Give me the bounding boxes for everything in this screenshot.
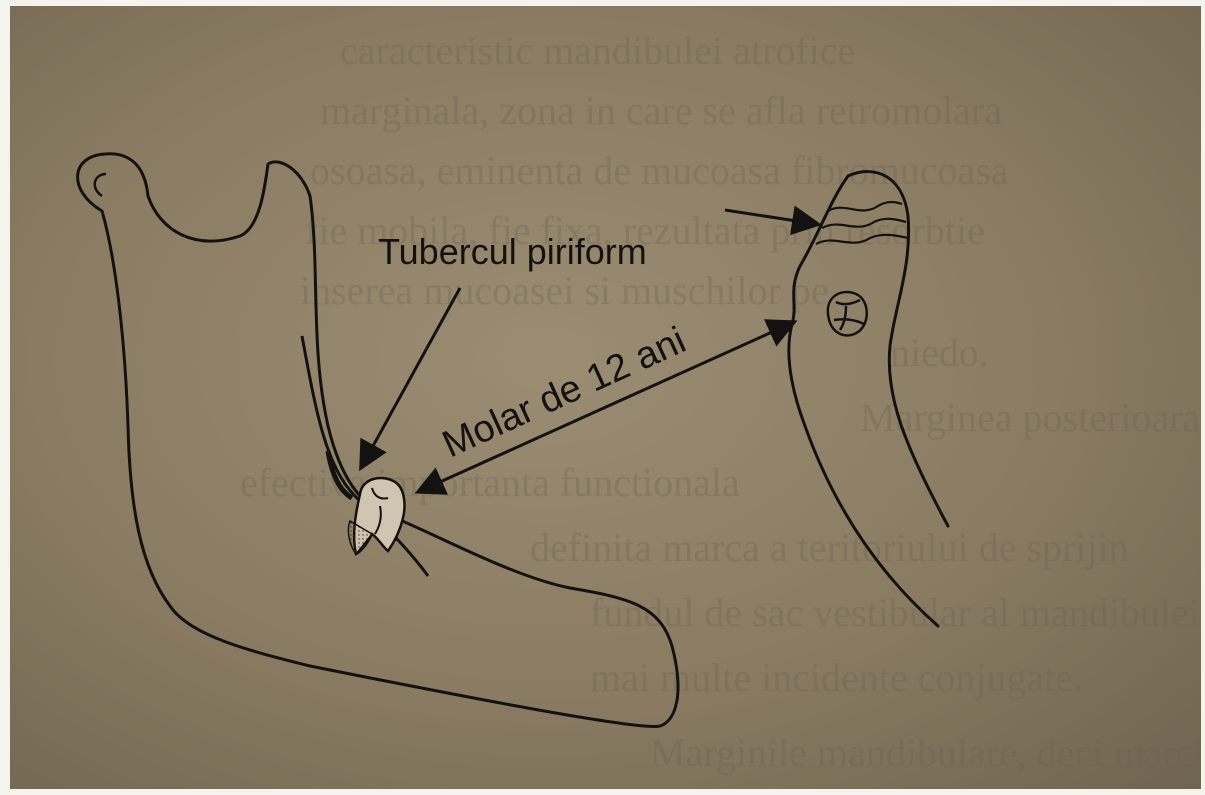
background-line: efectiva importanta functionala — [240, 460, 740, 505]
book-page-photo: caracteristic mandibulei atrofice margin… — [10, 6, 1201, 789]
mandible-diagram: caracteristic mandibulei atrofice margin… — [10, 6, 1201, 789]
molar-label: Molar de 12 ani — [436, 319, 692, 466]
background-line: marginala, zona in care se afla retromol… — [320, 88, 1002, 133]
background-line: Marginile mandibulare, deci marcheaza — [650, 730, 1201, 775]
background-line: niedo. — [890, 330, 989, 375]
background-line: definita marca a teritoriului de sprijin — [530, 525, 1129, 570]
condyle-detail — [95, 174, 106, 196]
background-line: osoasa, eminenta de mucoasa fibromucoasa — [310, 148, 1009, 193]
tubercle-label: Tubercul piriform — [378, 231, 647, 272]
background-line: Marginea posterioara, limita — [860, 395, 1201, 440]
background-text: caracteristic mandibulei atrofice margin… — [240, 28, 1201, 775]
occlusal-molar — [828, 292, 867, 335]
background-line: mai multe incidente conjugate. — [590, 655, 1083, 700]
background-line: fundul de sac vestibular al mandibulei — [590, 590, 1200, 635]
background-line: caracteristic mandibulei atrofice — [340, 28, 855, 73]
background-line: inserea mucoasei si muschilor pe — [300, 268, 829, 313]
